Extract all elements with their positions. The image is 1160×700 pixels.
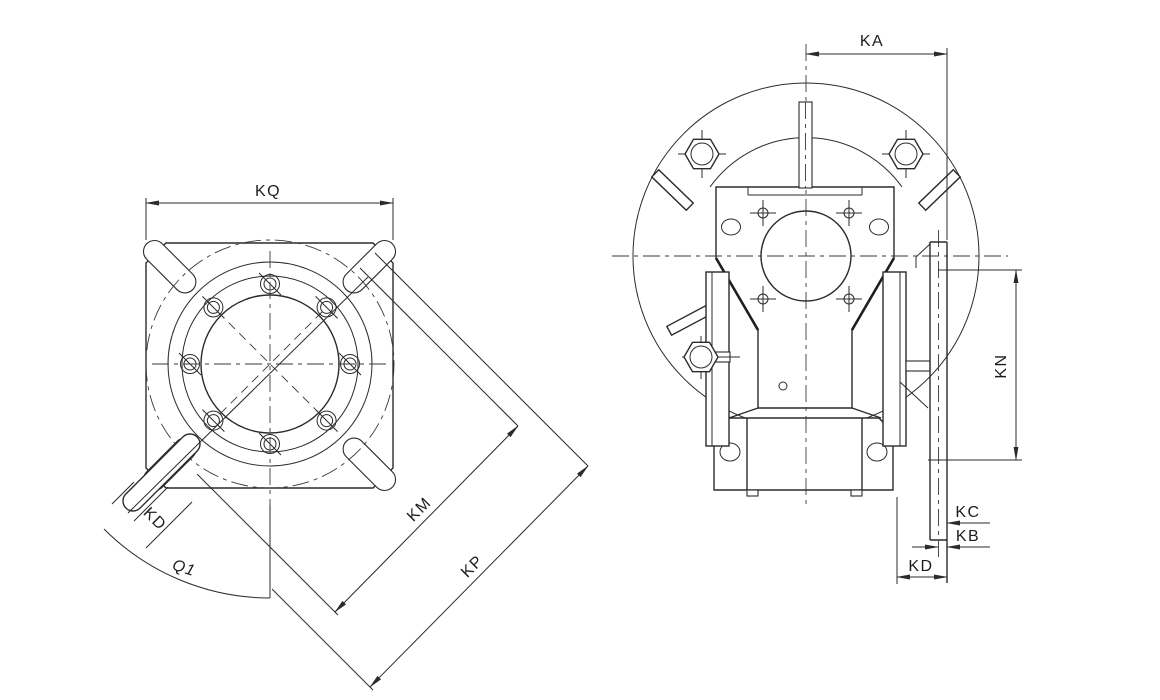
plate-top-chamfer — [915, 243, 931, 258]
side-elevation-view: KA KN KC KB KD — [612, 33, 1022, 584]
base-slot-right — [866, 442, 888, 462]
reaction-pin-left — [650, 168, 695, 212]
corner-slot-top-right — [342, 239, 397, 294]
pitch-circle — [145, 239, 395, 489]
housing-body — [715, 186, 895, 409]
flange-bolt-left — [678, 130, 726, 178]
ext-line-kp — [271, 588, 374, 691]
dim-line-kp — [369, 465, 589, 688]
dim-kq: KQ — [145, 183, 394, 240]
label-kc: KC — [955, 504, 980, 521]
base-foot-left — [746, 489, 759, 497]
arm-edge-outer — [374, 252, 589, 467]
diagonal-centerline-2 — [217, 311, 323, 417]
drain-hole — [778, 381, 788, 391]
diagonal-centerline-1 — [217, 311, 323, 417]
input-bolt-holes — [750, 200, 862, 312]
base-block — [713, 417, 894, 491]
label-kb: KB — [956, 528, 980, 545]
angle-arc-q1 — [103, 528, 271, 599]
rod-axis-line — [127, 276, 369, 514]
label-kp: KP — [458, 552, 487, 581]
reaction-pin-right — [917, 168, 962, 212]
dim-kd-side: KD — [896, 497, 948, 584]
housing-slot-left — [721, 218, 741, 236]
base-slot-left — [719, 442, 741, 462]
housing-slot-right — [869, 218, 889, 236]
corner-slot-bottom-right — [342, 437, 397, 492]
label-kq: KQ — [255, 183, 281, 200]
dim-ka: KA — [805, 33, 948, 240]
bolt-shaft-right — [905, 360, 931, 372]
hex-bolt-left — [682, 336, 740, 379]
label-q1: Q1 — [170, 557, 197, 580]
ext-line-km — [196, 473, 339, 616]
housing-shoulder-left — [714, 257, 760, 331]
label-kn: KN — [993, 353, 1010, 378]
label-ka: KA — [860, 33, 884, 50]
housing-shoulder-right — [850, 257, 896, 331]
label-km: KM — [404, 494, 435, 525]
torque-arm-rod — [122, 433, 201, 512]
front-flange-view: KD Q1 KM KP KQ — [103, 183, 589, 691]
flange-plate-edge — [899, 230, 948, 583]
corner-slot-top-left — [142, 239, 197, 294]
arm-edge-inner — [359, 267, 519, 427]
dim-kc: KC — [929, 504, 990, 534]
label-kd-front: KD — [140, 504, 170, 534]
side-cover-right — [882, 271, 907, 447]
base-foot-right — [850, 489, 863, 497]
plate-gusset — [899, 381, 929, 409]
flange-bolt-right — [882, 130, 930, 178]
dim-kn: KN — [928, 269, 1022, 461]
flare-left — [728, 407, 759, 419]
dim-kb: KB — [912, 528, 990, 550]
label-kd-side: KD — [908, 558, 933, 575]
flare-right — [851, 407, 882, 419]
